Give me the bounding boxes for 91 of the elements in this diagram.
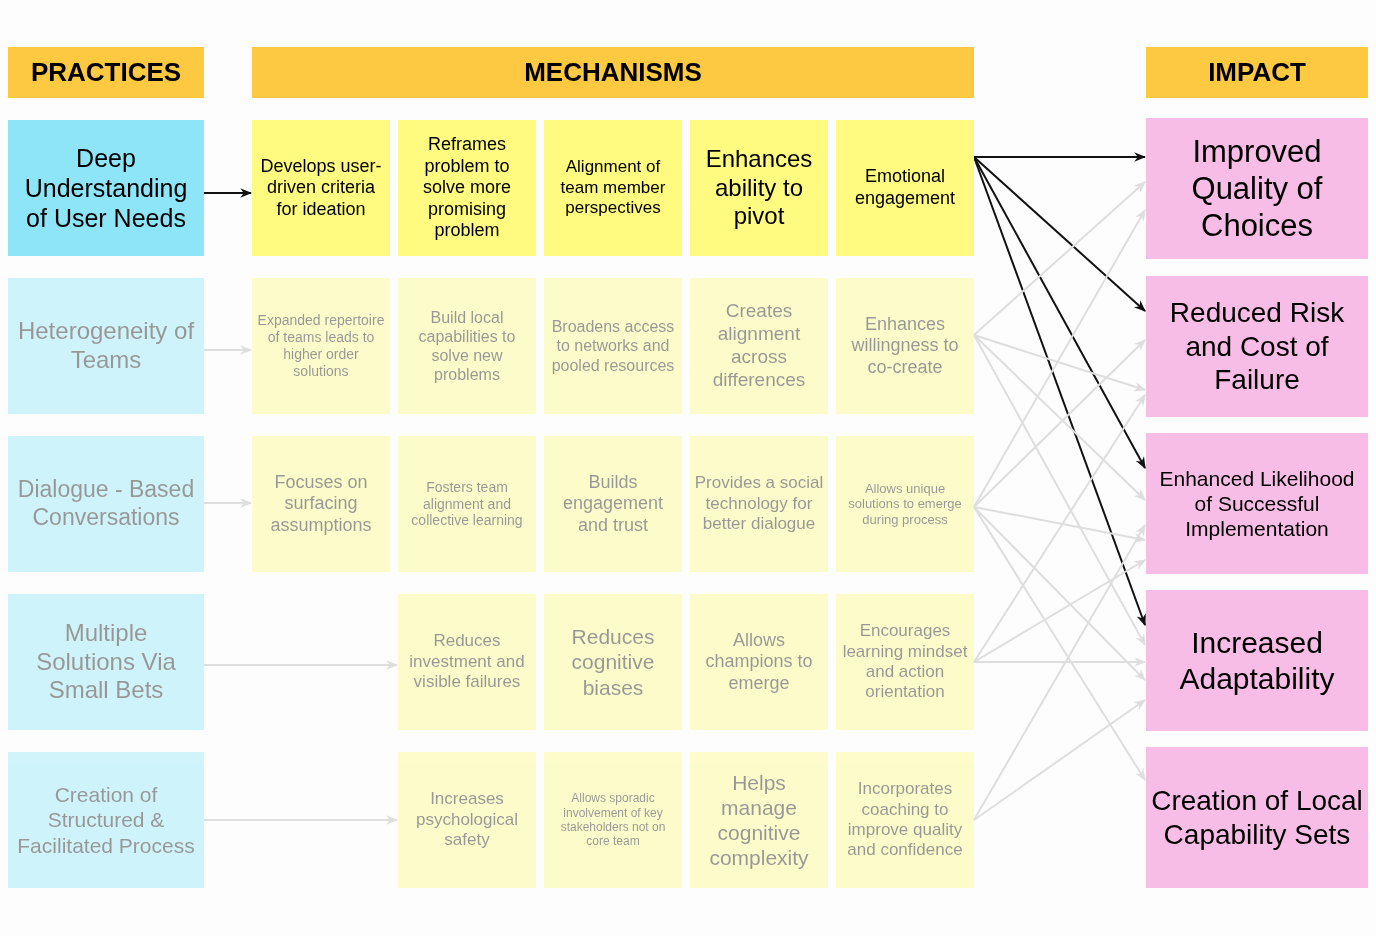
card-text: Enhances willingness to co-create bbox=[850, 313, 960, 379]
card-text: Multiple Solutions Via Small Bets bbox=[35, 618, 177, 706]
arrow bbox=[973, 394, 1146, 663]
card-text: Enhances ability to pivot bbox=[704, 144, 814, 232]
mechanism-card bbox=[544, 436, 682, 572]
column-header bbox=[8, 47, 204, 98]
mechanism-card bbox=[690, 120, 828, 256]
mechanism-card bbox=[836, 752, 974, 888]
mechanism-card bbox=[398, 120, 536, 256]
impact-card bbox=[1146, 590, 1368, 731]
arrow bbox=[973, 699, 1146, 821]
mechanism-card bbox=[690, 594, 828, 730]
arrow bbox=[973, 559, 1147, 663]
mechanism-card bbox=[836, 278, 974, 414]
card-text: Allows unique solutions to emerge during process bbox=[847, 480, 963, 528]
impact-card bbox=[1146, 747, 1368, 888]
card-text: Broadens access to networks and pooled resources bbox=[550, 317, 676, 375]
card-text: Allows sporadic involvement of key stakeholders not on core team bbox=[559, 791, 667, 849]
card-text: Alignment of team member perspectives bbox=[559, 157, 667, 219]
card-text: IMPACT bbox=[1208, 56, 1306, 89]
card-text: Develops user-driven criteria for ideation bbox=[259, 155, 383, 221]
card-text: Improved Quality of Choices bbox=[1190, 132, 1324, 245]
card-text: Heterogeneity of Teams bbox=[16, 317, 196, 375]
mechanism-card bbox=[544, 752, 682, 888]
arrow bbox=[973, 506, 1147, 543]
card-text: Increased Adaptability bbox=[1178, 624, 1336, 697]
mechanism-card bbox=[252, 436, 390, 572]
mechanism-card bbox=[252, 278, 390, 414]
card-text: Allows champions to emerge bbox=[704, 629, 814, 695]
mechanism-card bbox=[544, 594, 682, 730]
mechanism-card bbox=[690, 436, 828, 572]
mechanism-card bbox=[836, 594, 974, 730]
arrow bbox=[203, 498, 253, 508]
card-text: Creation of Local Capability Sets bbox=[1150, 783, 1364, 852]
card-text: Reduces investment and visible failures bbox=[408, 631, 526, 693]
card-text: Reduced Risk and Cost of Failure bbox=[1168, 296, 1346, 397]
card-text: Encourages learning mindset and action orientation bbox=[841, 621, 969, 703]
card-text: Increases psychological safety bbox=[414, 789, 520, 851]
practice-card bbox=[8, 594, 204, 730]
card-text: Helps manage cognitive complexity bbox=[708, 769, 810, 871]
card-text: Incorporates coaching to improve quality and confidence bbox=[846, 779, 964, 861]
arrow bbox=[973, 506, 1146, 681]
card-text: PRACTICES bbox=[30, 56, 182, 89]
arrow bbox=[973, 208, 1146, 508]
arrow bbox=[203, 660, 399, 670]
mechanism-card bbox=[690, 278, 828, 414]
card-text: Fosters team alignment and collective learning bbox=[410, 478, 524, 530]
card-text: Emotional engagement bbox=[853, 166, 957, 210]
practice-card bbox=[8, 120, 204, 256]
mechanism-card bbox=[544, 278, 682, 414]
card-text: Creation of Structured & Facilitated Process bbox=[16, 782, 196, 858]
arrow bbox=[973, 523, 1146, 821]
card-text: Expanded repertoire of teams leads to higher order solutions bbox=[256, 312, 386, 380]
mechanism-card bbox=[836, 436, 974, 572]
arrow bbox=[203, 815, 399, 825]
mechanism-card bbox=[252, 120, 390, 256]
mechanism-card bbox=[836, 120, 974, 256]
card-text: Dialogue - Based Conversations bbox=[16, 476, 196, 532]
arrow bbox=[973, 657, 1147, 667]
mechanism-card bbox=[398, 436, 536, 572]
arrow bbox=[973, 152, 1147, 162]
practice-card bbox=[8, 752, 204, 888]
mechanism-card bbox=[398, 278, 536, 414]
arrow bbox=[203, 188, 253, 198]
card-text: Creates alignment across differences bbox=[711, 300, 807, 392]
impact-card bbox=[1146, 276, 1368, 417]
column-header bbox=[252, 47, 974, 98]
card-text: Enhanced Likelihood of Successful Implementation bbox=[1158, 465, 1356, 542]
column-header bbox=[1146, 47, 1368, 98]
arrow bbox=[203, 345, 253, 355]
arrow bbox=[973, 334, 1146, 647]
mechanism-card bbox=[398, 752, 536, 888]
practice-card bbox=[8, 436, 204, 572]
card-text: Focuses on surfacing assumptions bbox=[269, 471, 373, 537]
practice-card bbox=[8, 278, 204, 414]
card-text: Deep Understanding of User Needs bbox=[23, 143, 189, 233]
arrow bbox=[973, 506, 1146, 781]
card-text: Reduces cognitive biases bbox=[570, 624, 656, 700]
card-text: Provides a social technology for better dialogue bbox=[694, 473, 824, 535]
mechanism-card bbox=[690, 752, 828, 888]
arrow bbox=[973, 156, 1146, 312]
card-text: MECHANISMS bbox=[524, 56, 702, 89]
card-text: Reframes problem to solve more promising problem bbox=[422, 134, 512, 242]
arrow bbox=[973, 181, 1146, 336]
impact-card bbox=[1146, 433, 1368, 574]
card-text: Builds engagement and trust bbox=[561, 471, 665, 537]
impact-card bbox=[1146, 118, 1368, 259]
mechanism-card bbox=[544, 120, 682, 256]
card-text: Build local capabilities to solve new problems bbox=[417, 307, 517, 385]
arrow bbox=[973, 334, 1147, 392]
mechanism-card bbox=[398, 594, 536, 730]
